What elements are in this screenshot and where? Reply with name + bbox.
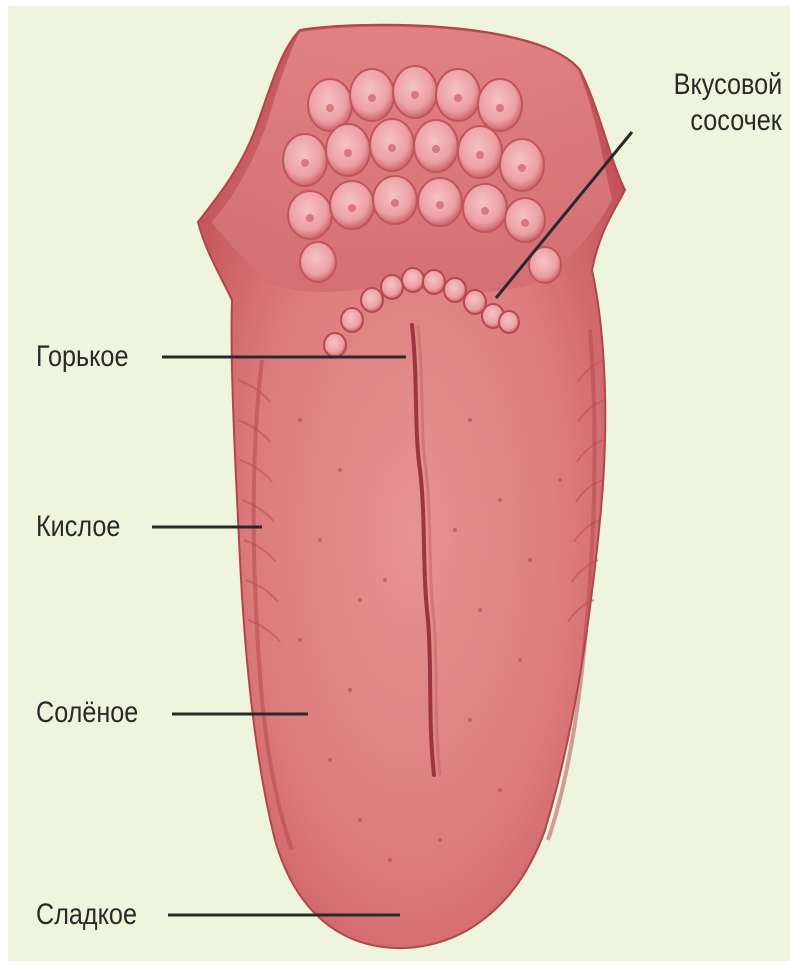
label-bitter: Горькое [36, 340, 128, 374]
label-sour: Кислое [36, 510, 120, 544]
label-taste-bud-line1: Вкусовой [673, 68, 782, 102]
label-taste-bud-line2: сосочек [691, 104, 782, 138]
label-sweet: Сладкое [36, 898, 137, 932]
label-salty: Солёное [36, 696, 138, 730]
